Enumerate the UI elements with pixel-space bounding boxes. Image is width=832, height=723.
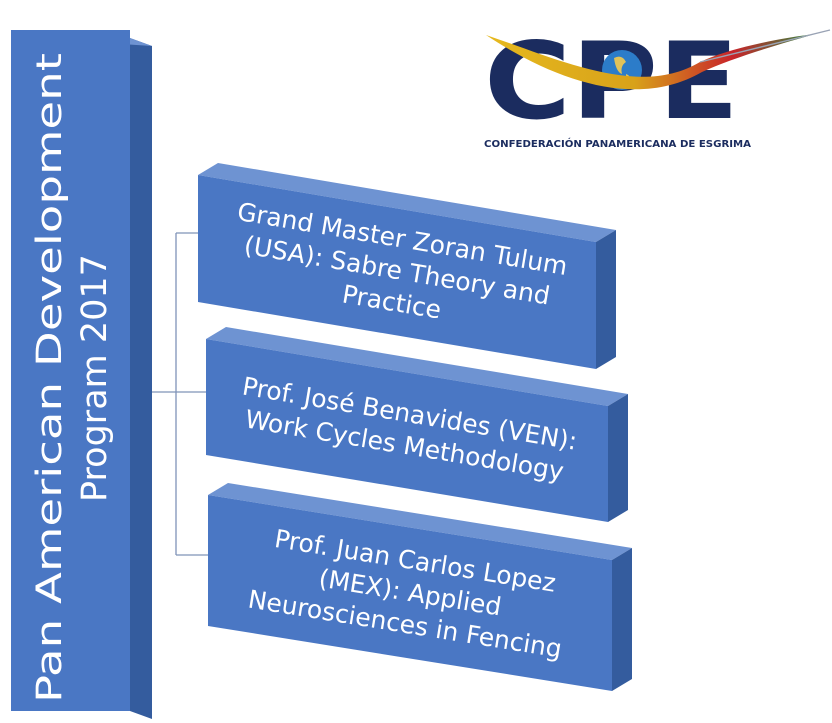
program-title-line-1: Pan American Development: [30, 53, 70, 703]
logo-subtitle: CONFEDERACIÓN PANAMERICANA DE ESGRIMA: [484, 138, 752, 150]
program-title-line-2: Program 2017: [75, 254, 115, 502]
program-bar-side: [130, 38, 152, 719]
cpe-logo: CPE CONFEDERACIÓN PANAMERICANA DE ESGRIM…: [484, 20, 831, 150]
program-bar: Pan American Development Program 2017: [11, 30, 152, 719]
session-box-1: Grand Master Zoran Tulum (USA): Sabre Th…: [198, 163, 616, 369]
program-bar-front: [11, 30, 130, 711]
session-box-3: Prof. Juan Carlos Lopez (MEX): Applied N…: [208, 483, 632, 691]
swoosh-ribbon: [486, 34, 815, 90]
blade-line: [699, 29, 831, 63]
